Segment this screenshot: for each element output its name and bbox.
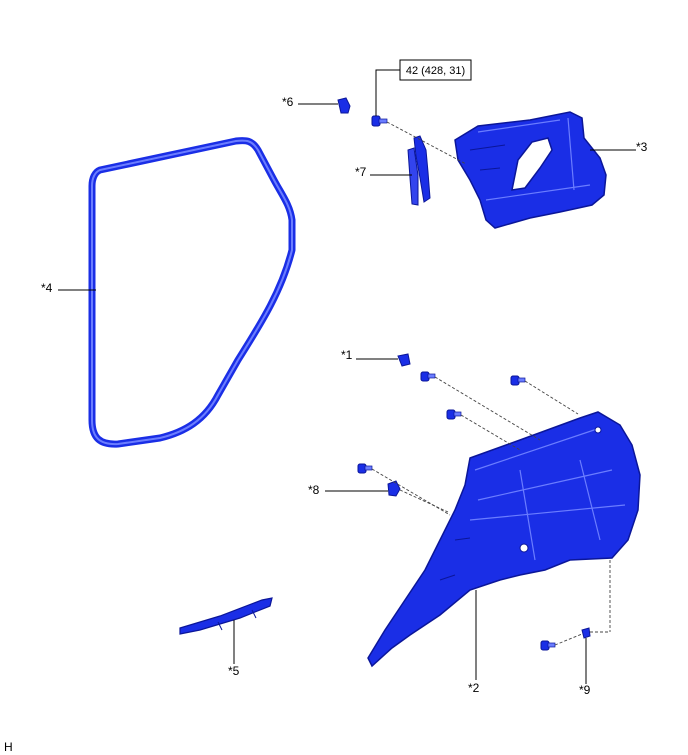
lower-quarter-trim-part bbox=[367, 411, 641, 668]
bolt-upper-part bbox=[371, 115, 388, 127]
upper-quarter-trim-part bbox=[454, 111, 607, 229]
torque-spec-box: 42 (428, 31) bbox=[399, 59, 472, 81]
callout-7: *7 bbox=[355, 165, 367, 179]
leader-lines bbox=[58, 69, 636, 684]
screw-a-part bbox=[420, 371, 436, 382]
clip-8-part bbox=[387, 480, 401, 497]
callout-6: *6 bbox=[282, 95, 294, 109]
door-weatherstrip-part bbox=[88, 137, 296, 448]
strap-part bbox=[407, 135, 431, 206]
callout-4: *4 bbox=[41, 281, 53, 295]
callout-8: *8 bbox=[308, 483, 320, 497]
callout-3: *3 bbox=[636, 140, 648, 154]
clip-1-part bbox=[397, 353, 411, 367]
corner-mark: H bbox=[4, 740, 13, 754]
assembly-lines bbox=[371, 121, 611, 646]
screw-c-part bbox=[446, 409, 462, 420]
scuff-plate-part bbox=[179, 597, 273, 635]
callout-1: *1 bbox=[341, 348, 353, 362]
torque-spec-text: 42 (428, 31) bbox=[406, 65, 465, 77]
screw-d-part bbox=[357, 463, 373, 474]
clip-9-part bbox=[581, 627, 591, 639]
clip-6-part bbox=[337, 97, 351, 114]
screw-b-part bbox=[510, 375, 526, 386]
callout-5: *5 bbox=[228, 664, 240, 678]
callout-9: *9 bbox=[579, 683, 591, 697]
callout-2: *2 bbox=[468, 681, 480, 695]
screw-e-part bbox=[540, 640, 556, 651]
